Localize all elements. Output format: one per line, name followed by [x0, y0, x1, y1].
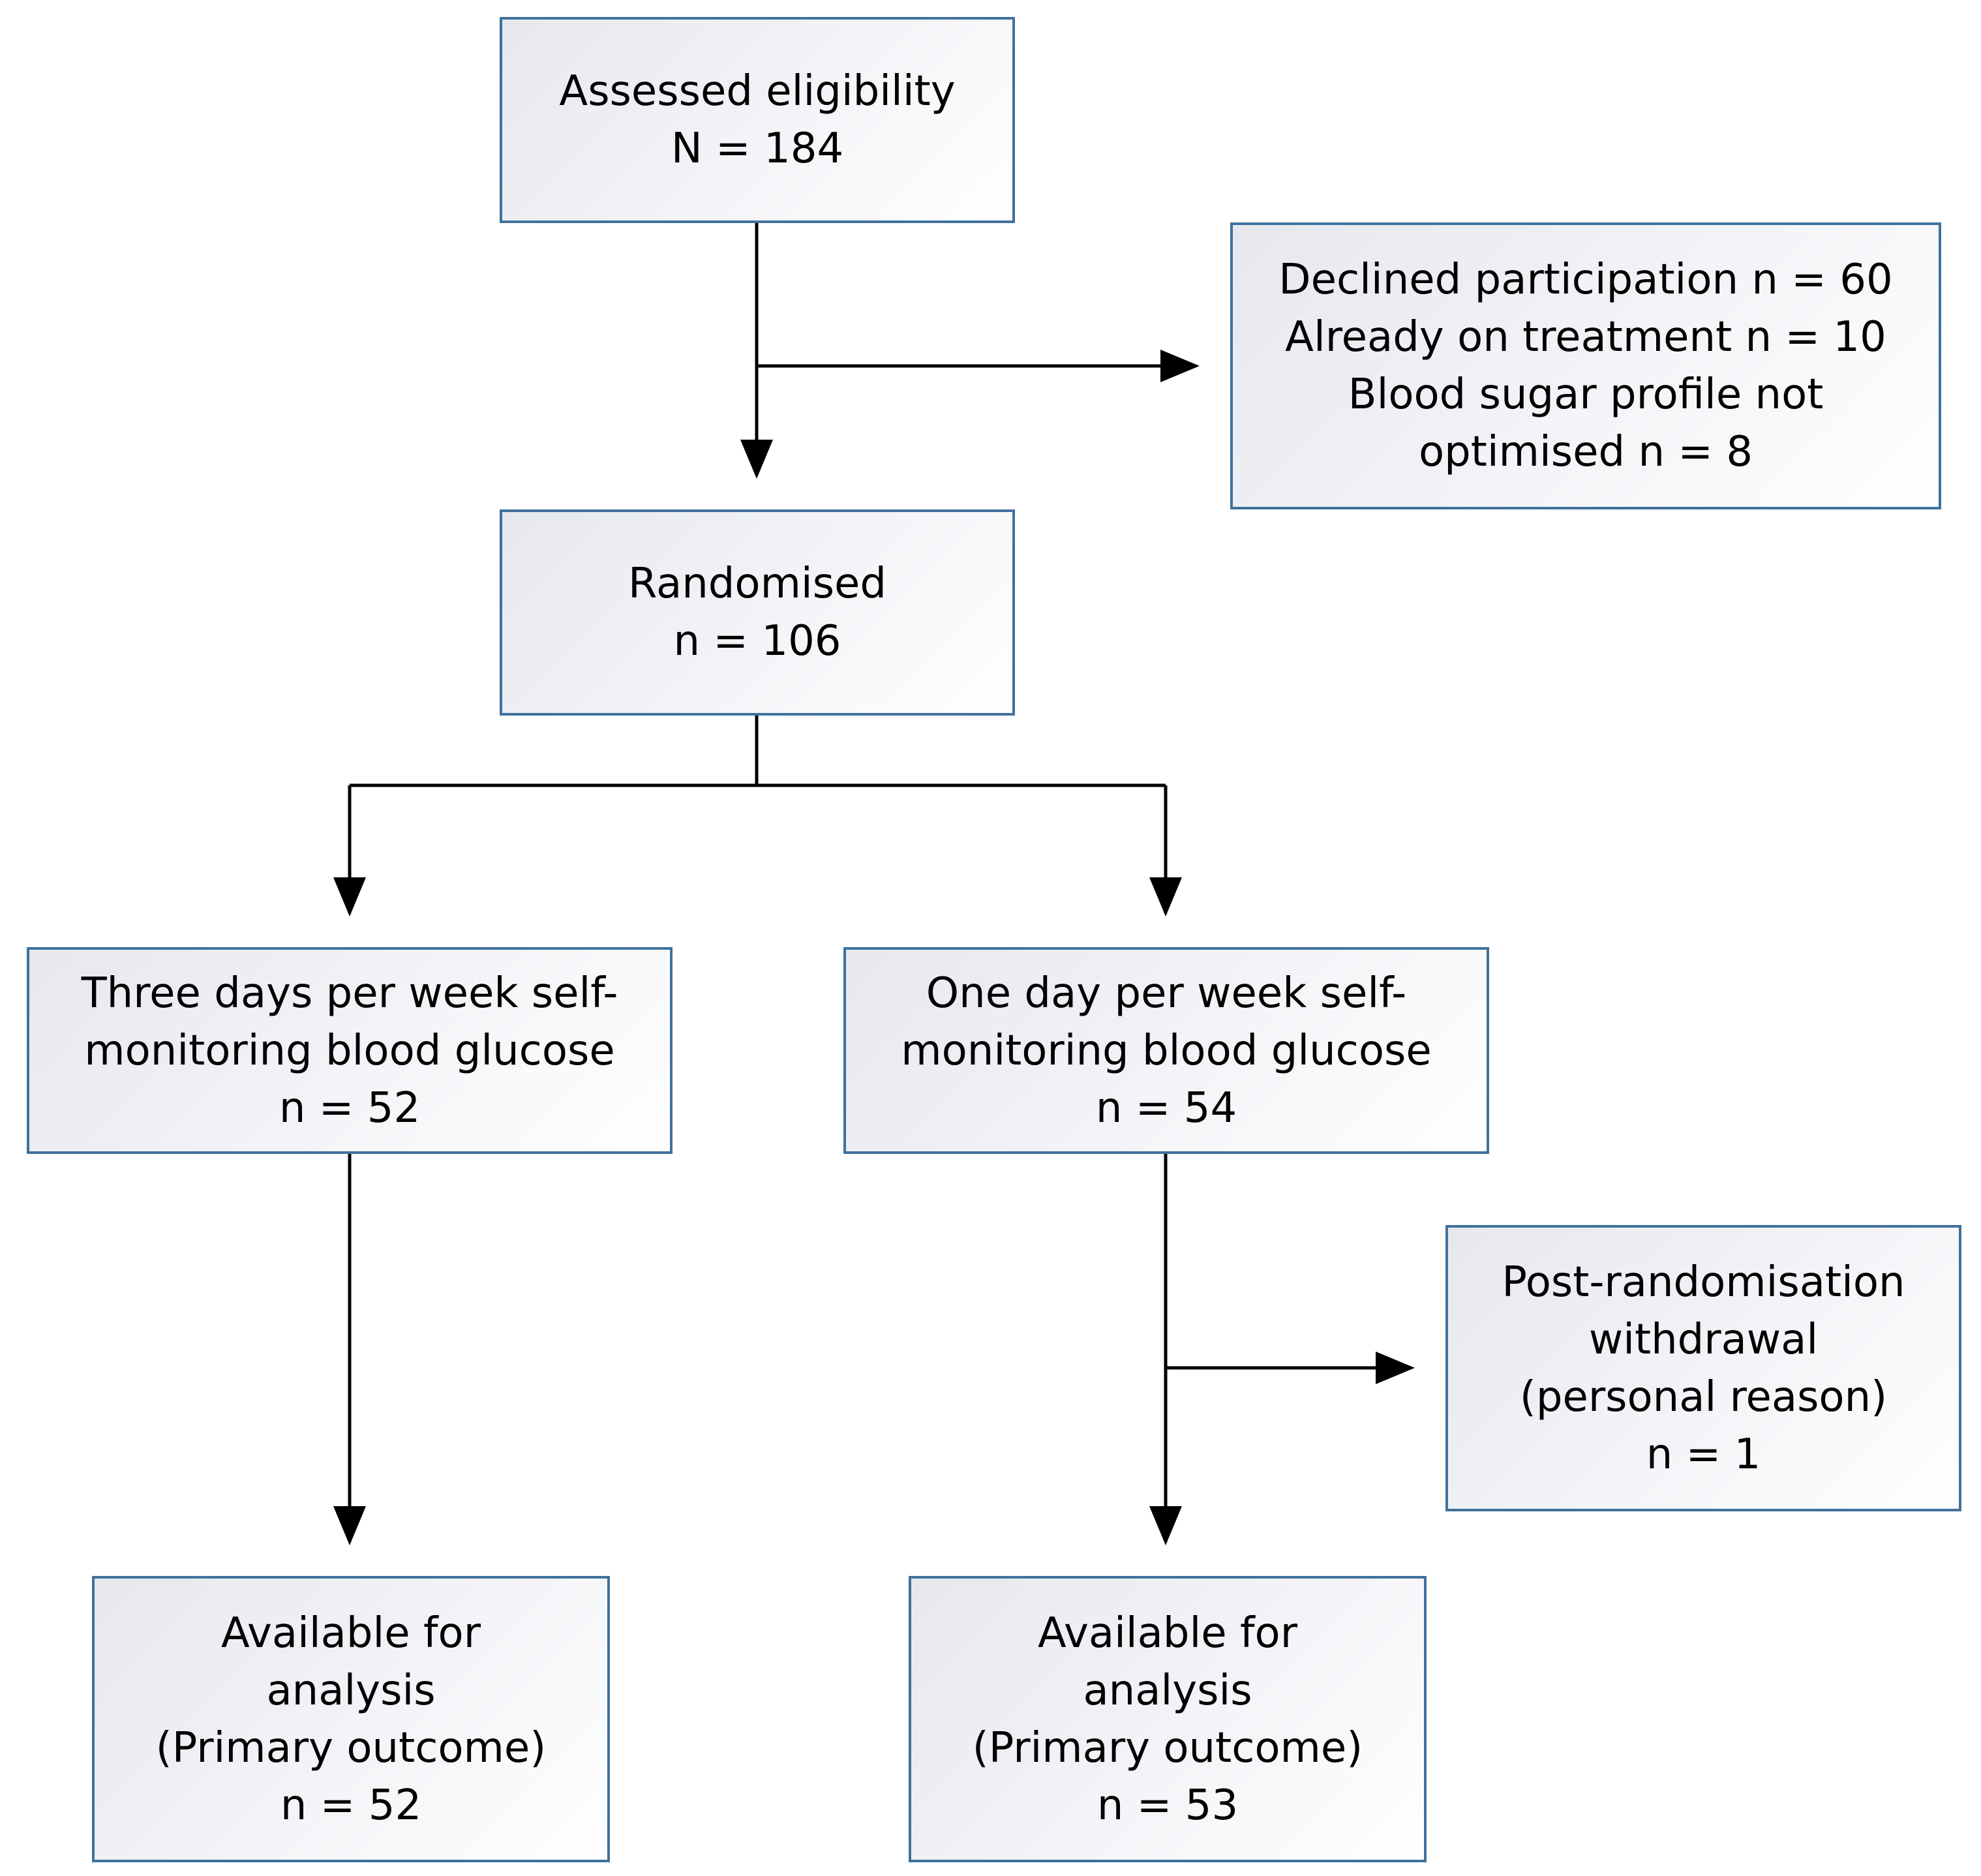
randomised-box: Randomised n = 106: [500, 509, 1015, 716]
available-right-line2: analysis: [1083, 1666, 1252, 1715]
randomised-count: n = 106: [673, 617, 841, 665]
available-left-outcome: (Primary outcome): [155, 1723, 547, 1772]
withdrawal-reason: (personal reason): [1519, 1372, 1888, 1421]
available-left-line2: analysis: [266, 1666, 436, 1715]
one-day-label-line2: monitoring blood glucose: [901, 1026, 1432, 1075]
assessed-label: Assessed eligibility: [559, 67, 956, 115]
withdrawal-label-line2: withdrawal: [1588, 1315, 1819, 1364]
excluded-on-treatment: Already on treatment n = 10: [1285, 313, 1886, 361]
one-day-label-line1: One day per week self-: [926, 969, 1407, 1018]
three-days-count: n = 52: [279, 1083, 421, 1132]
assessed-count: N = 184: [671, 125, 844, 173]
available-right-outcome: (Primary outcome): [972, 1723, 1363, 1772]
available-right-count: n = 53: [1096, 1781, 1239, 1830]
three-days-label-line2: monitoring blood glucose: [84, 1026, 615, 1075]
available-right-line1: Available for: [1037, 1609, 1298, 1657]
three-days-arm-box: Three days per week self- monitoring blo…: [27, 947, 673, 1154]
withdrawal-box: Post-randomisation withdrawal (personal …: [1445, 1225, 1961, 1511]
available-left-line1: Available for: [220, 1609, 481, 1657]
available-analysis-left-box: Available for analysis (Primary outcome)…: [92, 1576, 610, 1862]
randomised-label: Randomised: [628, 560, 887, 608]
one-day-arm-box: One day per week self- monitoring blood …: [843, 947, 1489, 1154]
available-left-count: n = 52: [280, 1781, 422, 1830]
three-days-label-line1: Three days per week self-: [81, 969, 618, 1018]
excluded-blood-sugar: Blood sugar profile not: [1348, 371, 1824, 419]
withdrawal-count: n = 1: [1646, 1430, 1761, 1479]
excluded-declined: Declined participation n = 60: [1278, 256, 1893, 304]
withdrawal-label-line1: Post-randomisation: [1502, 1258, 1905, 1307]
available-analysis-right-box: Available for analysis (Primary outcome)…: [909, 1576, 1427, 1862]
excluded-blood-sugar-count: optimised n = 8: [1418, 428, 1753, 476]
one-day-count: n = 54: [1095, 1083, 1237, 1132]
assessed-eligibility-box: Assessed eligibility N = 184: [500, 17, 1015, 223]
excluded-box: Declined participation n = 60 Already on…: [1230, 222, 1941, 509]
